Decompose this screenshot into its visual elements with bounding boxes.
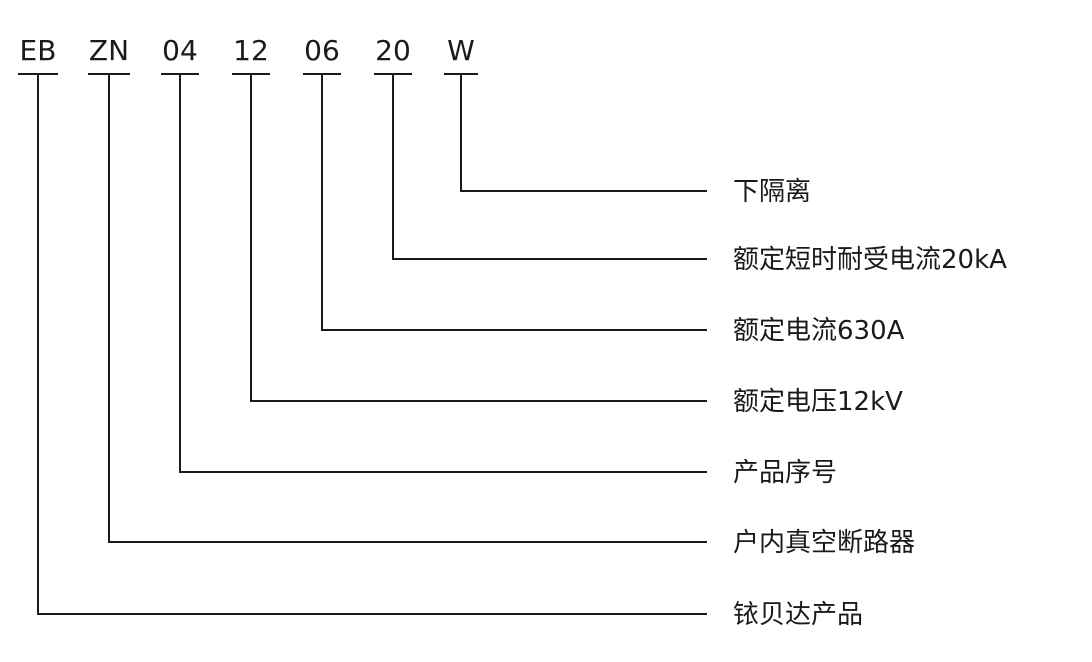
leader-line-eb (37, 74, 707, 615)
description-brand-product: 铱贝达产品 (733, 600, 863, 630)
description-lower-isolation: 下隔离 (733, 177, 811, 207)
code-segment-12: 12 (233, 34, 269, 67)
code-segment-06: 06 (304, 34, 340, 67)
leader-line-12 (250, 74, 707, 402)
leader-line-zn (108, 74, 707, 543)
description-short-time-current: 额定短时耐受电流20kA (733, 245, 1007, 275)
description-product-serial: 产品序号 (733, 458, 837, 488)
code-segment-eb: EB (20, 34, 57, 67)
code-segment-20: 20 (375, 34, 411, 67)
leader-line-06 (321, 74, 707, 331)
model-code-segments: EB ZN 04 12 06 20 W (20, 34, 475, 67)
leader-line-04 (179, 74, 707, 473)
leader-line-20 (392, 74, 707, 260)
description-rated-current: 额定电流630A (733, 316, 905, 346)
descriptions: 下隔离 额定短时耐受电流20kA 额定电流630A 额定电压12kV 产品序号 … (733, 177, 1007, 630)
leader-line-w (460, 74, 707, 192)
leader-lines (37, 74, 707, 615)
description-rated-voltage: 额定电压12kV (733, 387, 903, 417)
code-segment-04: 04 (162, 34, 198, 67)
description-indoor-vcb: 户内真空断路器 (733, 528, 915, 558)
code-segment-w: W (447, 34, 475, 67)
code-segment-zn: ZN (89, 34, 129, 67)
